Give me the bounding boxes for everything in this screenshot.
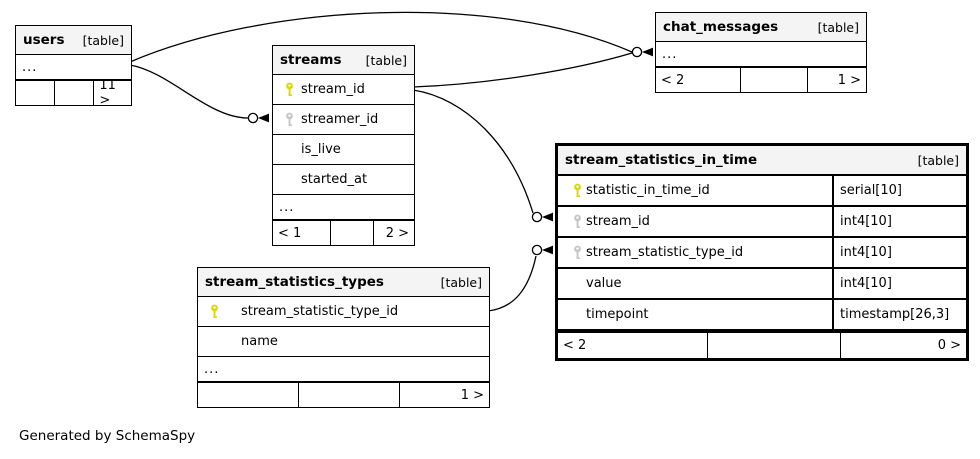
fk-endpoint-ssit-stream-statistic-type-id [531,244,553,256]
footer-cell: 11 > [99,81,116,105]
table-row: stream_id [273,75,414,105]
table-row: stream_statistic_type_id int4[10] [558,238,966,269]
table-footer: < 1 2 > [273,220,414,245]
footer-cell [16,81,55,105]
footer-cell: < 1 [273,221,331,245]
table-row: ... [656,42,866,67]
table-row: ... [273,195,414,220]
table-title[interactable]: users [23,32,65,48]
footer-cell [299,383,401,407]
foreign-key-icon [572,245,583,260]
table-title[interactable]: stream_statistics_types [205,274,384,290]
table-tag: [table] [82,32,124,48]
footer-cell: < 2 [558,333,708,358]
table-row: ... [16,55,131,80]
table-row: started_at [273,165,414,195]
foreign-key-icon [572,214,583,229]
primary-key-icon [209,304,220,319]
footer-cell: < 2 [656,68,741,92]
table-users: users [table] ... 11 > [15,25,132,106]
primary-key-icon [284,82,295,97]
table-tag: [table] [365,52,407,68]
table-title[interactable]: streams [280,52,342,68]
table-row: stream_statistic_type_id [198,297,489,327]
table-row: ... [198,357,489,382]
column-type: int4[10] [832,207,966,236]
footer-cell: 1 > [837,72,861,88]
table-header: chat_messages [table] [656,13,866,42]
table-row: stream_id int4[10] [558,207,966,238]
table-footer: < 2 1 > [656,67,866,92]
table-title[interactable]: stream_statistics_in_time [565,152,758,168]
fk-endpoint-ssit-stream-id [531,211,553,223]
table-row: value int4[10] [558,269,966,300]
table-header: streams [table] [273,46,414,75]
footer-cell [198,383,300,407]
table-tag: [table] [917,152,959,168]
table-row: name [198,327,489,357]
footer-cell: 0 > [937,338,961,353]
edge-streams-chat-messages [412,52,633,88]
footer-cell [331,221,374,245]
footer-cell [741,68,809,92]
column-type: int4[10] [832,269,966,298]
table-header: users [table] [16,26,131,55]
footer-cell [708,333,842,358]
table-header: stream_statistics_in_time [table] [558,146,966,176]
column-type: timestamp[26,3] [832,300,966,329]
edge-users-streams [129,64,249,119]
fk-endpoint-streams-streamer-id [247,112,269,124]
column-type: serial[10] [832,176,966,205]
table-header: stream_statistics_types [table] [198,268,489,297]
footer-cell: 2 > [385,225,409,241]
edge-streams-stream-statistics [412,89,534,214]
footer-cell [55,81,95,105]
table-footer: 1 > [198,382,489,407]
table-row: streamer_id [273,105,414,135]
table-title[interactable]: chat_messages [663,19,779,35]
table-row: is_live [273,135,414,165]
table-footer: 11 > [16,80,131,105]
fk-endpoint-chat-messages [631,46,653,58]
edge-types-stream-statistics [487,255,537,312]
footer-cell: 1 > [460,387,484,403]
table-stream-statistics-types: stream_statistics_types [table] stream_s… [197,267,490,408]
table-row: statistic_in_time_id serial[10] [558,176,966,207]
table-row: timepoint timestamp[26,3] [558,300,966,331]
table-stream-statistics-in-time: stream_statistics_in_time [table] statis… [555,143,969,361]
column-type: int4[10] [832,238,966,267]
generated-by-note: Generated by SchemaSpy [19,428,196,444]
table-chat-messages: chat_messages [table] ... < 2 1 > [655,12,867,93]
table-tag: [table] [817,19,859,35]
table-tag: [table] [440,274,482,290]
table-streams: streams [table] stream_id streamer_id is… [272,45,415,246]
primary-key-icon [572,183,583,198]
foreign-key-icon [284,112,295,127]
table-footer: < 2 0 > [558,331,966,358]
